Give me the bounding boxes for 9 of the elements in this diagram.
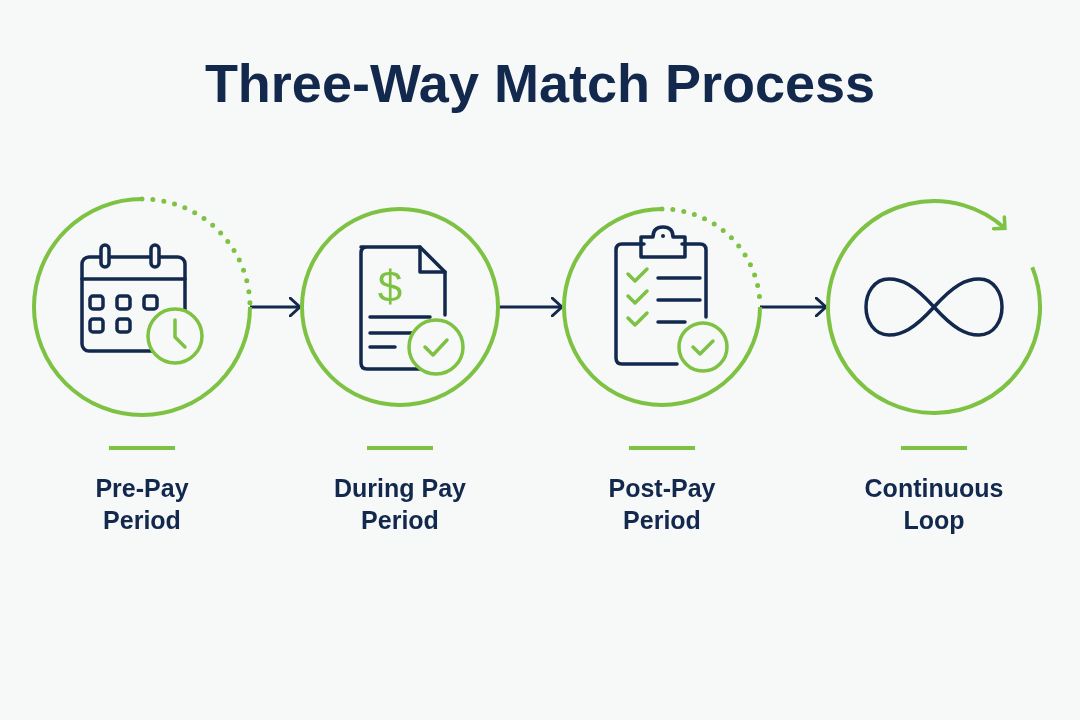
step-label: During Pay Period <box>333 473 467 536</box>
step-label: Continuous Loop <box>863 473 1005 536</box>
step-label: Post-Pay Period <box>607 473 717 536</box>
title: Three-Way Match Process <box>203 52 877 114</box>
step-label: Pre-Pay Period <box>94 473 190 536</box>
currency-symbol: $ <box>377 262 403 311</box>
arrow <box>760 296 828 318</box>
arrow <box>250 296 302 318</box>
arrow <box>498 296 564 318</box>
